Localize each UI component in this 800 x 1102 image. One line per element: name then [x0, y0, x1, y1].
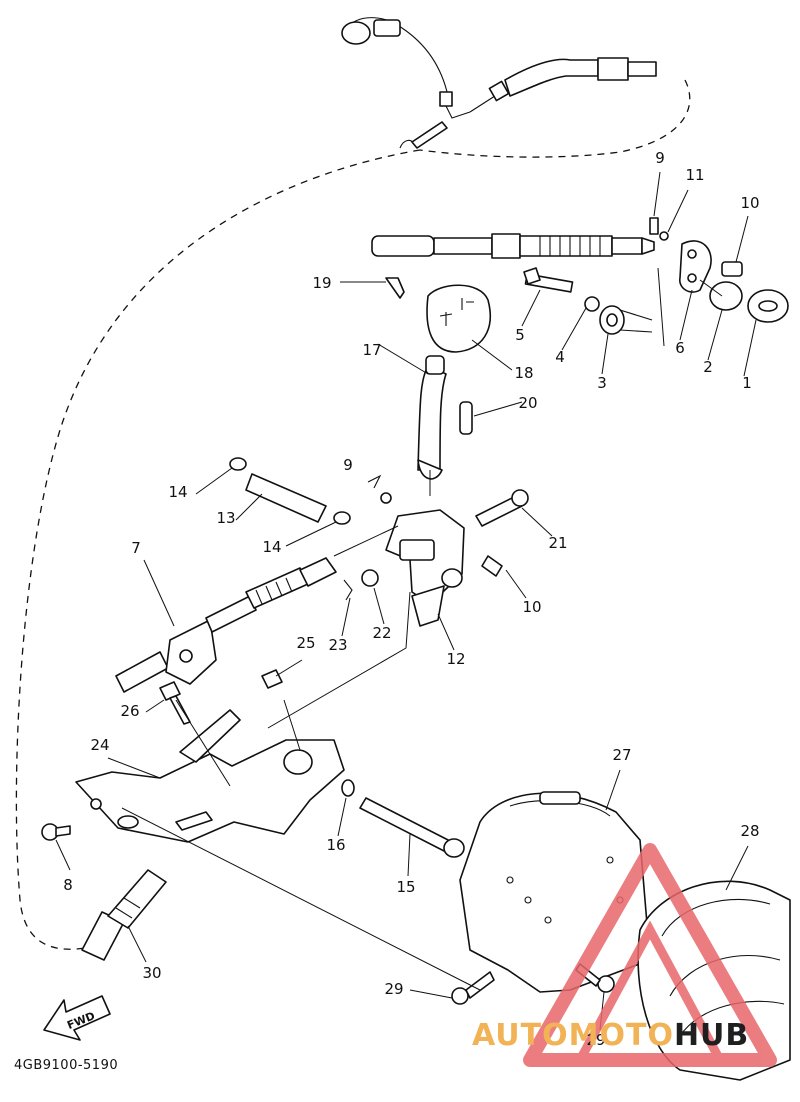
leader-lines — [55, 171, 757, 1031]
part-label-29: 29 — [586, 1031, 605, 1049]
shift-arm-cluster — [523, 217, 789, 335]
long-bolt — [341, 779, 465, 858]
assembly-guide-dashed-2 — [419, 79, 691, 158]
part-label-15: 15 — [396, 878, 415, 896]
part-label-10: 10 — [522, 598, 541, 616]
part-label-28: 28 — [740, 822, 759, 840]
part-labels: 1234567899101011121314141516171819202122… — [63, 149, 759, 1049]
part-label-25: 25 — [296, 634, 315, 652]
watermark-part1: AUTOMOTO — [472, 1018, 674, 1053]
part-label-13: 13 — [216, 509, 235, 527]
part-label-12: 12 — [446, 650, 465, 668]
part-label-14: 14 — [262, 538, 281, 556]
part-label-30: 30 — [142, 964, 161, 982]
part-label-9: 9 — [655, 149, 665, 167]
diagram-code: 4GB9100-5190 — [14, 1058, 119, 1073]
part-label-18: 18 — [514, 364, 533, 382]
part-label-5: 5 — [515, 326, 525, 344]
part-label-3: 3 — [597, 374, 607, 392]
shift-bracket — [385, 509, 465, 627]
part-label-19: 19 — [312, 274, 331, 292]
connector-lines — [121, 267, 723, 991]
part-label-1: 1 — [742, 374, 752, 392]
part-label-24: 24 — [90, 736, 109, 754]
fwd-arrow-icon: FWD — [43, 995, 111, 1041]
mount-bracket — [75, 709, 345, 843]
part-label-4: 4 — [555, 348, 565, 366]
bolt-set-left — [41, 669, 283, 841]
part-label-9: 9 — [343, 456, 353, 474]
part-label-20: 20 — [518, 394, 537, 412]
shift-lever-assembly — [385, 277, 492, 480]
part-label-16: 16 — [326, 836, 345, 854]
part-label-29: 29 — [384, 980, 403, 998]
part-label-21: 21 — [548, 534, 567, 552]
part-label-2: 2 — [703, 358, 713, 376]
shift-cable-upper — [371, 233, 655, 259]
part-label-23: 23 — [328, 636, 347, 654]
part-label-27: 27 — [612, 746, 631, 764]
part-label-8: 8 — [63, 876, 73, 894]
watermark-text: AUTOMOTOHUB — [472, 1018, 749, 1053]
part-label-17: 17 — [362, 341, 381, 359]
part-label-6: 6 — [675, 339, 685, 357]
upper-cable-assembly — [341, 17, 657, 149]
part-label-7: 7 — [131, 539, 141, 557]
part-label-10: 10 — [740, 194, 759, 212]
part-label-26: 26 — [120, 702, 139, 720]
cable-end-30 — [81, 869, 167, 961]
part-label-14: 14 — [168, 483, 187, 501]
part-label-22: 22 — [372, 624, 391, 642]
part-label-11: 11 — [685, 166, 704, 184]
pin-set — [229, 457, 529, 601]
shift-cable-lower — [115, 557, 337, 693]
watermark-logo-icon — [523, 843, 777, 1067]
assembly-guide-dashed — [15, 149, 421, 950]
watermark-part2: HUB — [673, 1018, 750, 1053]
